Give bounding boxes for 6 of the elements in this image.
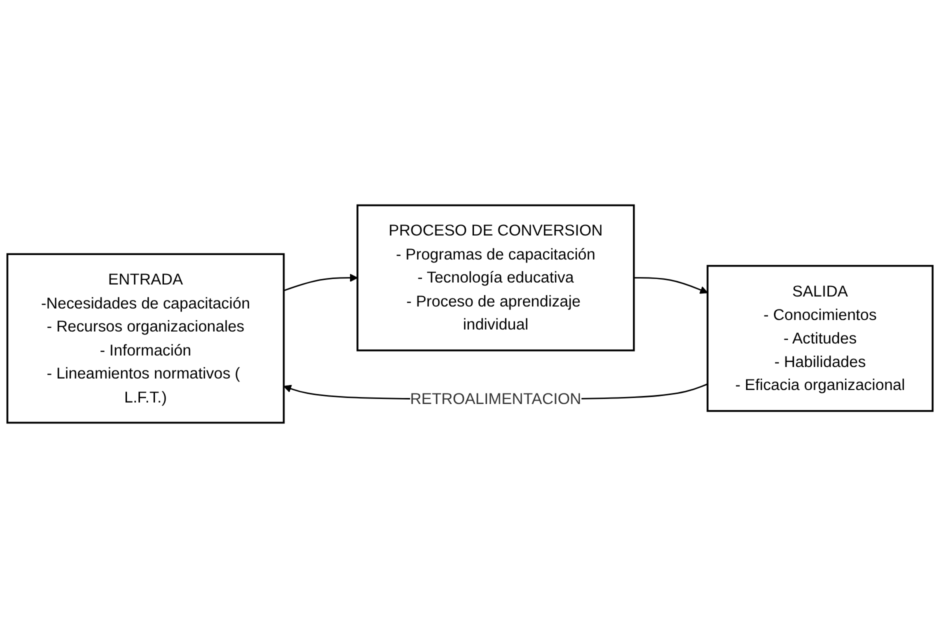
edge-label: RETROALIMENTACION bbox=[410, 390, 582, 408]
node-box: PROCESO DE CONVERSION - Programas de capacitación - Tecnología educativa - Proceso de aprendizaje individual bbox=[356, 204, 635, 352]
node-box: ENTRADA -Necesidades de capacitación - Recursos organizacionales - Información - Lineamientos normativos ( L.F.T.) bbox=[6, 253, 285, 424]
node-box: SALIDA - Conocimientos - Actitudes - Habilidades - Eficacia organizacional bbox=[706, 264, 934, 412]
arrow bbox=[634, 277, 708, 294]
arrow bbox=[284, 274, 358, 292]
